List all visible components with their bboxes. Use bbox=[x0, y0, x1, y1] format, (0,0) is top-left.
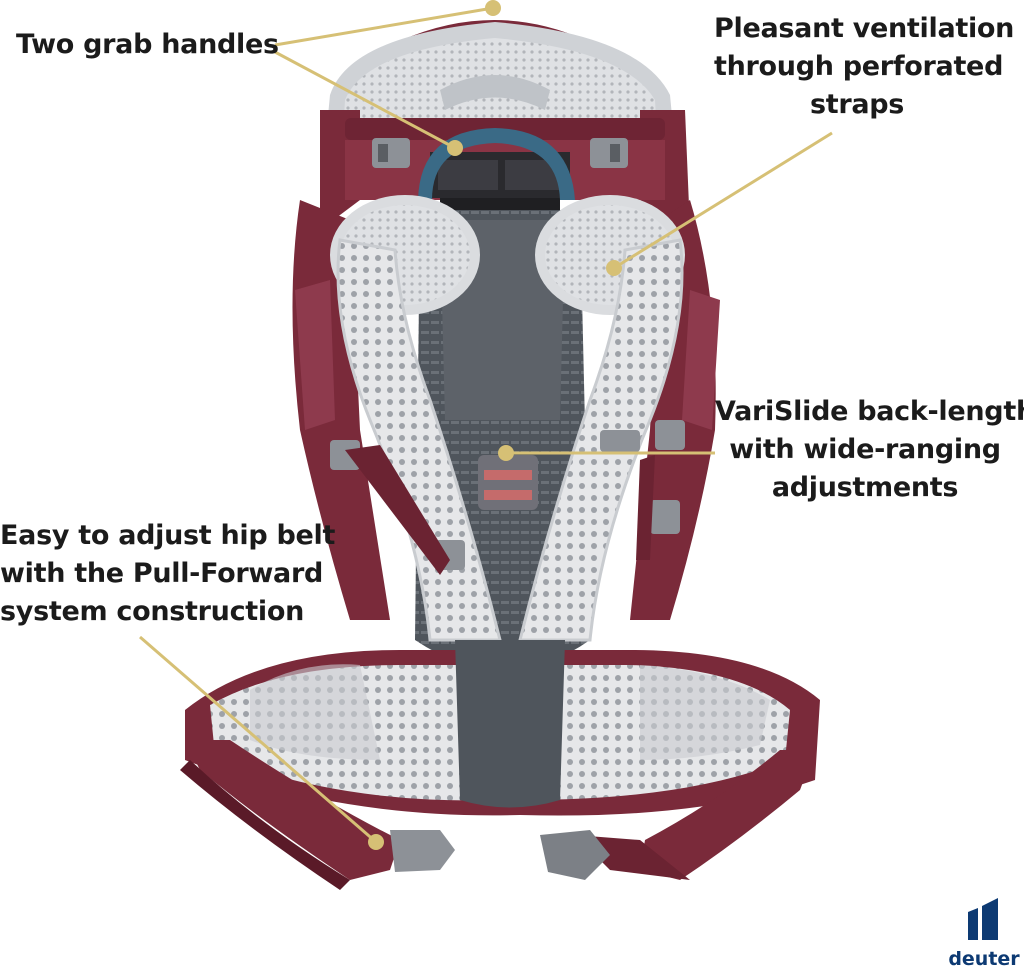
brand-logo: deuter bbox=[944, 896, 1024, 970]
callout-hip-belt-line-1: Easy to adjust hip belt bbox=[0, 520, 336, 551]
callout-hip-belt-line-3: system construction bbox=[0, 596, 305, 627]
callout-varislide: VariSlide back-length with wide-ranging … bbox=[715, 393, 1024, 507]
hip-buckle-male bbox=[390, 830, 455, 872]
top-grab-handle bbox=[402, 20, 585, 48]
callout-ventilation: Pleasant ventilation through perforated … bbox=[714, 10, 1015, 124]
deuter-logo-icon bbox=[968, 898, 998, 940]
callout-grab-handles: Two grab handles bbox=[16, 26, 279, 64]
right-hip-strap bbox=[640, 750, 815, 880]
callout-ventilation-line-2: through perforated bbox=[714, 51, 1004, 82]
callout-leaders bbox=[139, 6, 833, 844]
callout-grab-handles-line-1: Two grab handles bbox=[16, 29, 279, 60]
callout-hip-belt-line-2: with the Pull-Forward bbox=[0, 558, 324, 589]
callout-varislide-line-1: VariSlide back-length bbox=[715, 396, 1024, 427]
callout-ventilation-line-1: Pleasant ventilation bbox=[714, 13, 1015, 44]
callout-hip-belt: Easy to adjust hip belt with the Pull-Fo… bbox=[0, 517, 336, 631]
callout-varislide-line-3: adjustments bbox=[771, 472, 959, 503]
left-hip-strap bbox=[185, 740, 400, 880]
callout-dots bbox=[368, 0, 622, 850]
callout-varislide-line-2: with wide-ranging bbox=[729, 434, 1001, 465]
callout-ventilation-line-3: straps bbox=[809, 89, 905, 120]
hip-buckle-female bbox=[540, 830, 610, 880]
brand-name: deuter bbox=[948, 948, 1020, 970]
